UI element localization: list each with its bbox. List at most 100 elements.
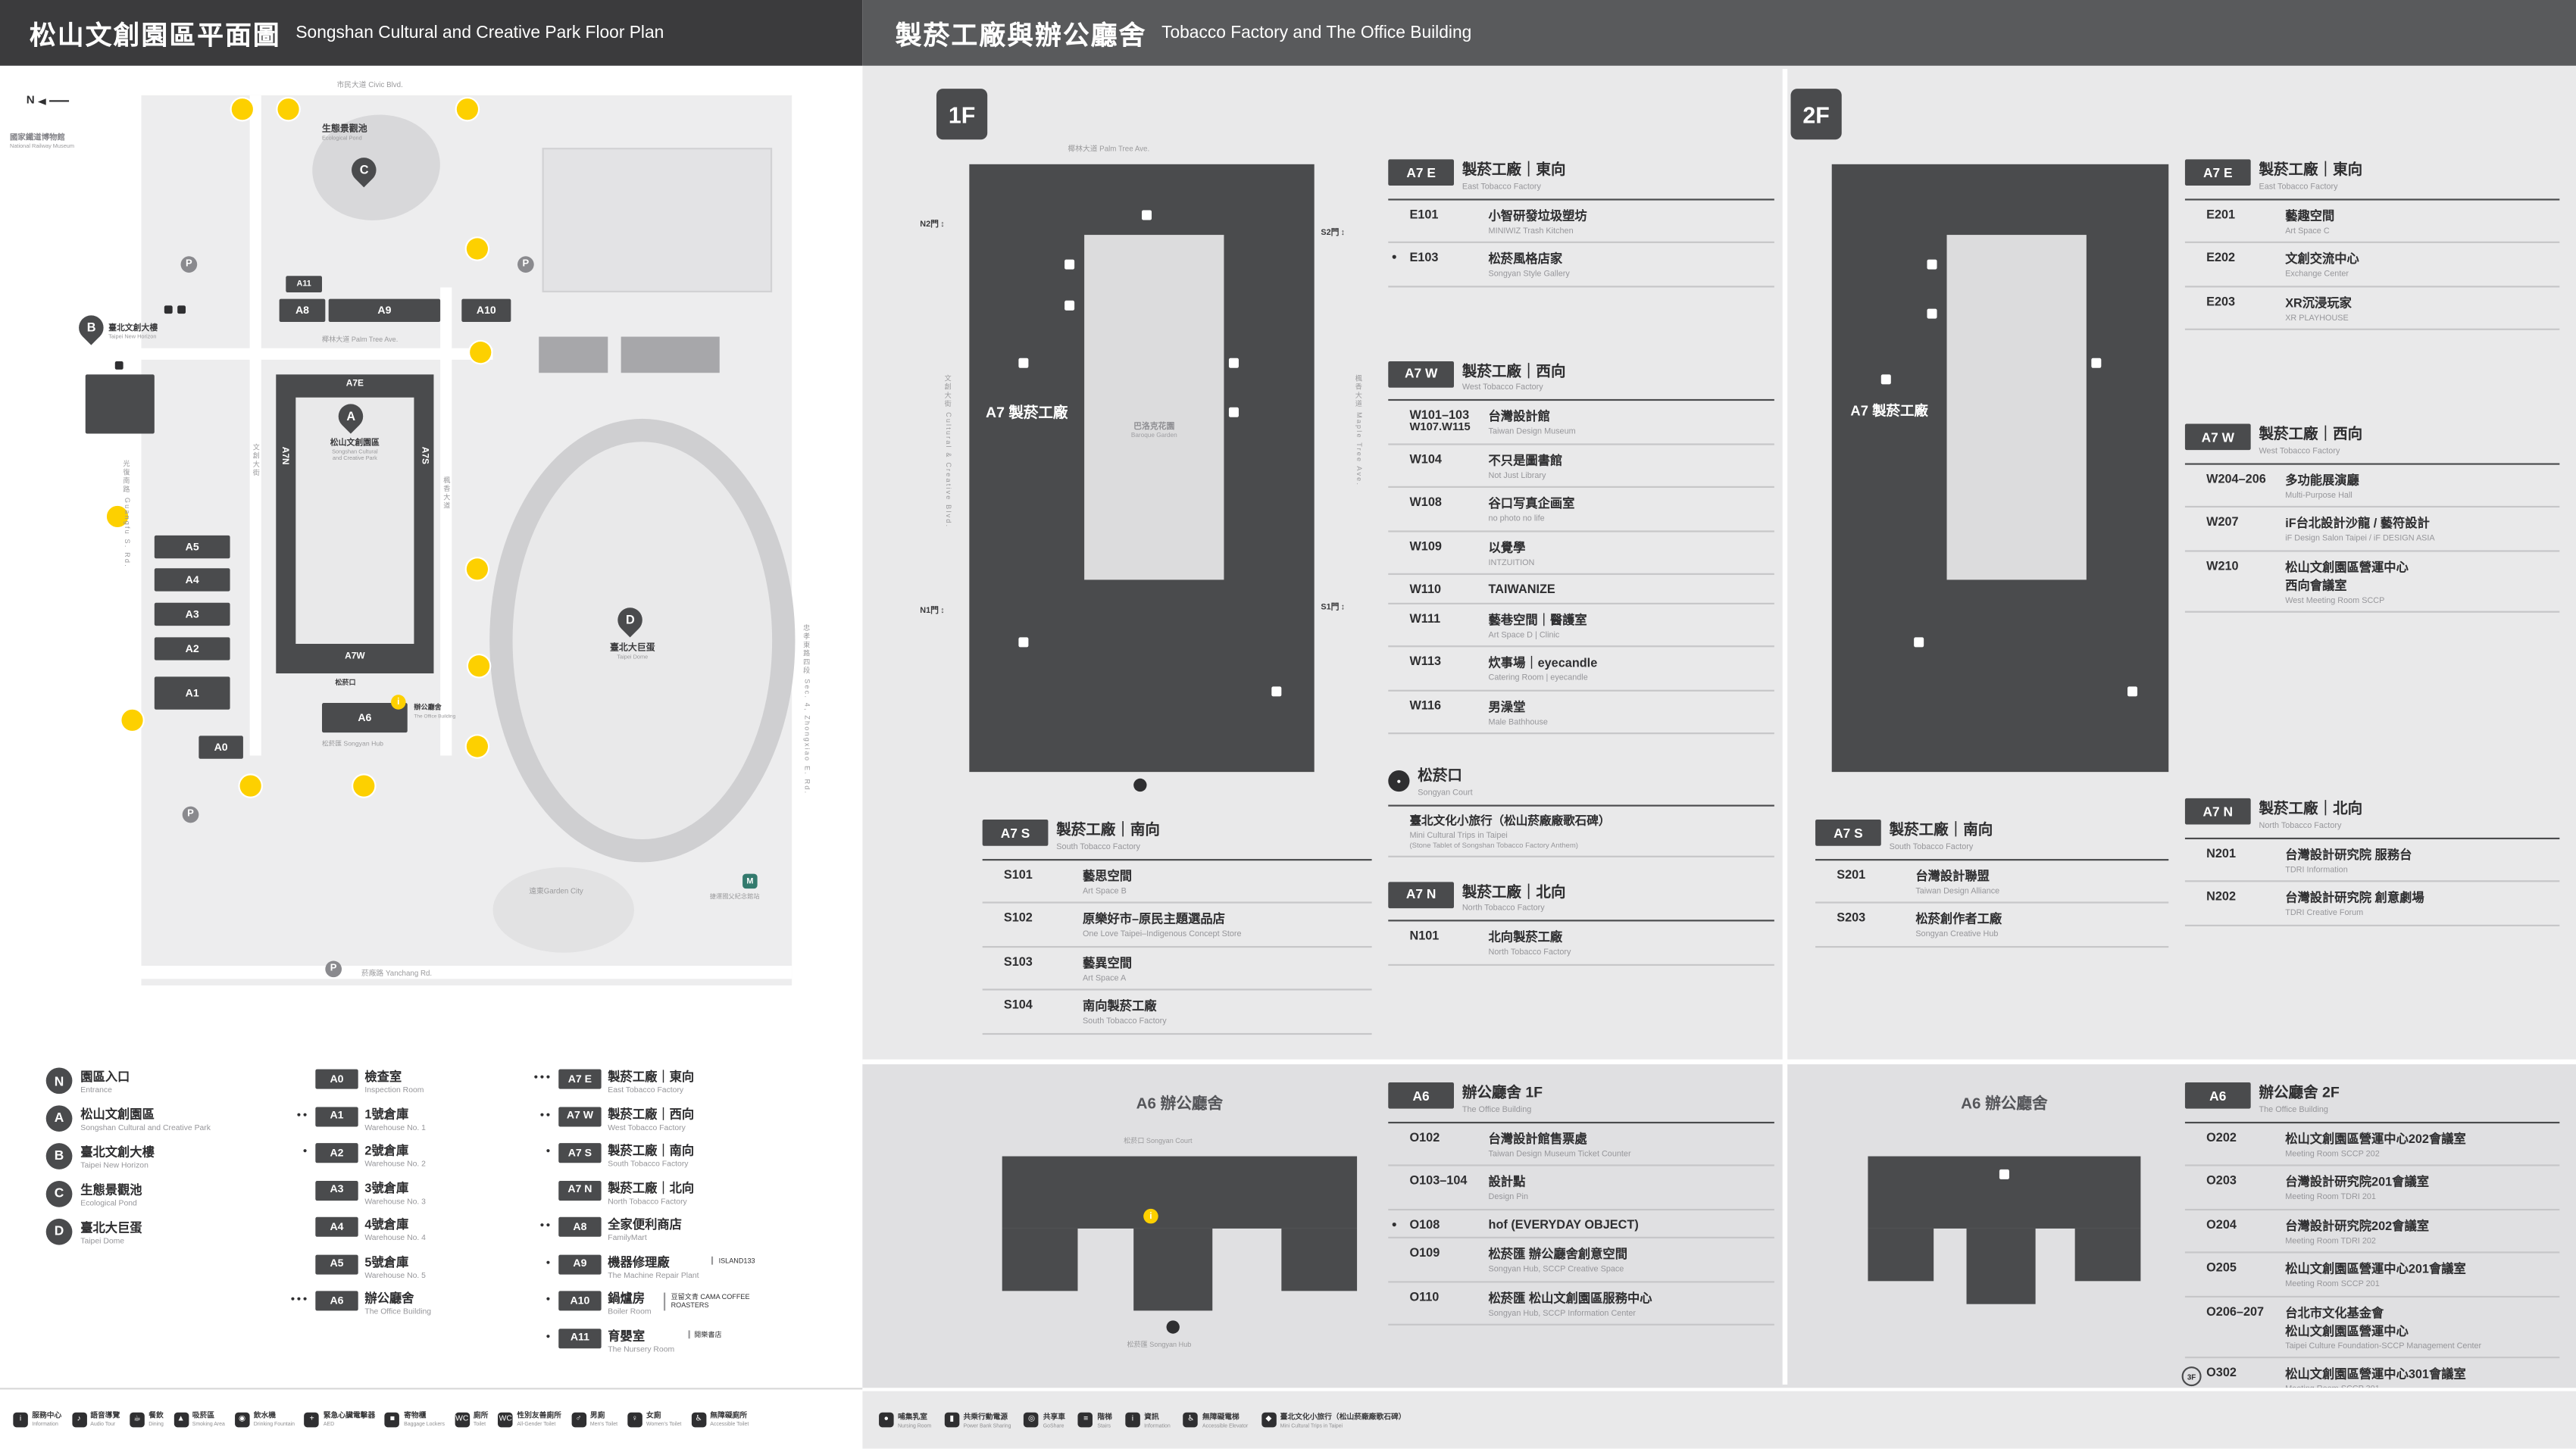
garden-city-area bbox=[492, 867, 634, 953]
park-panel: 松山文創園區平面圖 Songshan Cultural and Creative… bbox=[0, 0, 863, 1449]
tenant-label: ISLAND133 bbox=[711, 1255, 755, 1265]
block-a10: A10 bbox=[461, 298, 511, 323]
facility-icon bbox=[1927, 259, 1937, 269]
facility-icon bbox=[114, 361, 123, 369]
place-badge: C bbox=[45, 1180, 73, 1207]
parking-icon: P bbox=[182, 806, 199, 823]
section-badge: A7 N bbox=[1388, 881, 1455, 908]
metro-station-icon: M bbox=[742, 873, 758, 889]
legend-place-row: N 園區入口 Entrance bbox=[45, 1067, 284, 1097]
legend-building-row: ● A11 育嬰室 The Nursery Room 閱樂書店 bbox=[519, 1326, 856, 1354]
entrance-marker bbox=[121, 709, 143, 731]
facility-icons: ●● bbox=[539, 1109, 552, 1118]
parking-icon: P bbox=[325, 960, 342, 978]
facility-icon: ▮ bbox=[944, 1412, 960, 1428]
facility-icon bbox=[1018, 637, 1028, 647]
north-arrow-icon bbox=[38, 98, 46, 105]
legend-building-row: ●● A7 W 製菸工廠｜西向 West Tobacco Factory bbox=[519, 1104, 856, 1132]
facility-icons: ● bbox=[546, 1146, 552, 1155]
building-badge: A6 bbox=[315, 1291, 358, 1311]
gate-s1: S1門 bbox=[1321, 601, 1345, 613]
section-badge: A7 W bbox=[2184, 423, 2251, 451]
floor-2f-badge: 2F bbox=[1790, 89, 1842, 140]
dome-label: 臺北大巨蛋 Taipei Dome bbox=[609, 644, 655, 660]
entrance-marker bbox=[106, 505, 129, 528]
building-badge: A0 bbox=[315, 1069, 358, 1089]
compass-north: N bbox=[27, 95, 70, 107]
place-badge: A bbox=[45, 1105, 73, 1132]
facility-icon bbox=[1228, 358, 1238, 367]
section-badge: A7 W bbox=[1388, 360, 1455, 387]
songyan-hub-label: 松菸匯 Songyan Hub bbox=[1127, 1340, 1192, 1349]
baroque-garden-label: 巴洛克花園 Baroque Garden bbox=[1130, 422, 1177, 439]
a7n-wing-label: A7N bbox=[279, 446, 289, 465]
pond-label: 生態景觀池 Ecological Pond bbox=[322, 124, 367, 142]
place-badge: D bbox=[45, 1218, 73, 1245]
information-icon: i bbox=[391, 695, 406, 710]
office-building-wing bbox=[1002, 1228, 1078, 1291]
legend-group-a7s-1f: A7 S 製菸工廠｜南向 South Tobacco Factory S101 … bbox=[982, 818, 1372, 1034]
cultural-street-label: 文創大街 bbox=[252, 443, 261, 478]
section-badge: A7 S bbox=[982, 820, 1049, 846]
neighbor-building bbox=[621, 336, 720, 373]
building-badge: A3 bbox=[315, 1179, 358, 1200]
garden-city-label: 遠東Garden City bbox=[529, 886, 583, 895]
legend-item: 臺北文化小旅行（松山菸廠廠歌石碑） Mini Cultural Trips in… bbox=[1388, 806, 1774, 857]
office-building-stub bbox=[1966, 1228, 2036, 1304]
legend-place-row: B 臺北文創大樓 Taipei New Horizon bbox=[45, 1143, 284, 1173]
building-badge: A1 bbox=[315, 1106, 358, 1126]
facility-icon: ♿ bbox=[1183, 1412, 1199, 1428]
legend-building-row: ●● A1 1號倉庫 Warehouse No. 1 bbox=[276, 1104, 514, 1132]
facility-icons: ● bbox=[546, 1331, 552, 1340]
horizontal-divider bbox=[862, 1059, 2576, 1065]
facility-icon bbox=[1927, 308, 1937, 318]
section-badge: A7 E bbox=[1388, 159, 1455, 186]
block-a3: A3 bbox=[154, 602, 230, 626]
entrance-marker bbox=[456, 98, 478, 120]
entrance-marker bbox=[466, 558, 489, 580]
building-badge: A9 bbox=[558, 1254, 602, 1274]
building-badge: A7 W bbox=[558, 1106, 602, 1126]
block-a1: A1 bbox=[154, 676, 230, 710]
facility-icon bbox=[1999, 1169, 2009, 1179]
facility-icon: ♪ bbox=[71, 1411, 86, 1427]
left-title-en: Songshan Cultural and Creative Park Floo… bbox=[295, 23, 664, 43]
songyan-court-label: 松菸口 Songyan Court bbox=[1124, 1136, 1193, 1145]
parking-icon: P bbox=[180, 256, 198, 273]
pedestrian-icon bbox=[1388, 770, 1410, 792]
facility-icon: WC bbox=[498, 1411, 513, 1427]
facility-icon: ◆ bbox=[1261, 1412, 1277, 1428]
building-badge: A8 bbox=[558, 1216, 602, 1237]
legend-building-row: A0 檢查室 Inspection Room bbox=[276, 1067, 514, 1095]
dome-inner bbox=[512, 442, 773, 840]
facility-icon: ■ bbox=[385, 1411, 400, 1427]
entrance-marker bbox=[231, 98, 253, 120]
gate-n1: N1門 bbox=[920, 604, 944, 616]
